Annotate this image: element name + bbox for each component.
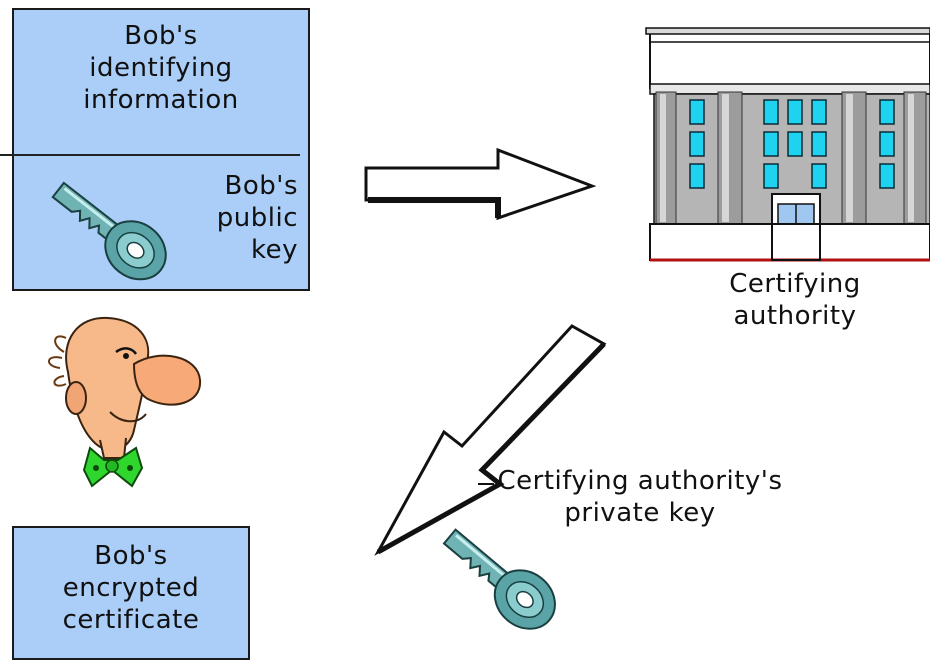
bob-cartoon-icon [49, 318, 200, 486]
public-key-icon [42, 169, 178, 292]
arrow-down-left-icon [378, 326, 604, 552]
arrow-right-icon [366, 150, 592, 218]
bank-building-icon [646, 28, 930, 260]
private-key-icon [432, 516, 566, 641]
